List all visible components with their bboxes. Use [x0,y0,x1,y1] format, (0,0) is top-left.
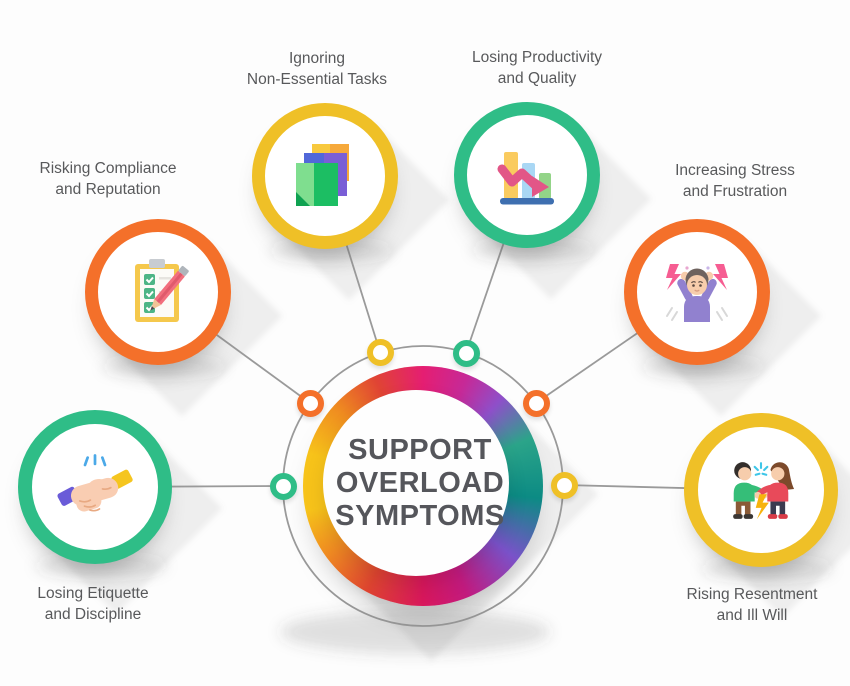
center-title-line1: SUPPORT [348,433,492,466]
orbit-node-losing-productivity [453,340,480,367]
orbit-node-risking-compliance [297,390,324,417]
clipboard-checklist-icon [135,259,189,322]
label-line: Ignoring [288,50,345,67]
orbit-node-increasing-stress [523,390,550,417]
center-title-line2: OVERLOAD [335,466,505,499]
declining-chart-icon [497,152,554,205]
label-line: and Quality [497,70,577,87]
soft-shadows [35,240,833,654]
handshake-icon [57,454,133,512]
label-losing-etiquette: Losing Etiquette and Discipline [0,583,203,625]
label-line: and Discipline [44,606,142,623]
center-title: SUPPORT OVERLOAD SYMPTOMS [327,434,504,533]
sticky-notes-icon [296,144,349,206]
circle-ignoring-tasks [252,103,398,249]
circle-rising-resentment [684,413,838,567]
orbit-node-rising-resentment [551,472,578,499]
circle-increasing-stress [624,219,770,365]
label-line: Increasing Stress [675,162,795,179]
orbit-node-ignoring-tasks [367,339,394,366]
label-line: and Frustration [682,183,788,200]
label-risking-compliance: Risking Compliance and Reputation [0,158,218,200]
label-increasing-stress: Increasing Stress and Frustration [625,160,845,202]
label-ignoring-tasks: Ignoring Non-Essential Tasks [207,48,427,90]
label-rising-resentment: Rising Resentment and Ill Will [642,584,850,626]
circle-losing-productivity [454,102,600,248]
center-circle: SUPPORT OVERLOAD SYMPTOMS [303,366,543,606]
orbit-node-losing-etiquette [270,473,297,500]
center-title-line3: SYMPTOMS [335,499,505,532]
label-line: and Ill Will [716,607,788,624]
label-line: Losing Productivity [471,49,603,66]
label-line: and Reputation [55,181,161,198]
label-line: Losing Etiquette [37,585,149,602]
circle-risking-compliance [85,219,231,365]
label-losing-productivity: Losing Productivity and Quality [427,47,647,89]
arguing-people-icon [733,462,795,520]
center-inner-circle: SUPPORT OVERLOAD SYMPTOMS [323,390,509,576]
circle-losing-etiquette [18,410,172,564]
label-line: Rising Resentment [686,586,818,603]
stressed-person-icon [666,264,728,322]
label-line: Non-Essential Tasks [246,71,388,88]
label-line: Risking Compliance [39,160,177,177]
